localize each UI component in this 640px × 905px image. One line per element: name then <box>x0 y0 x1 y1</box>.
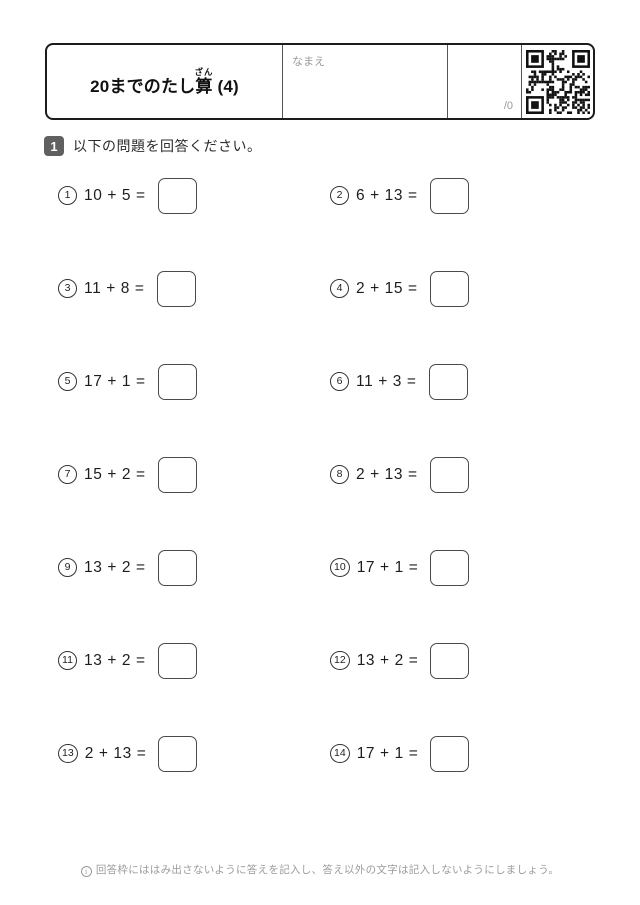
problem-number: 6 <box>330 372 349 391</box>
problem-number: 2 <box>330 186 349 205</box>
problem-expression: 2 + 15 = <box>356 279 418 297</box>
footer-note: 回答枠にははみ出さないように答えを記入し、答え以外の文字は記入しないようにしまし… <box>0 862 640 877</box>
problem-expression: 17 + 1 = <box>84 372 146 390</box>
problem: 10 17 + 1 = <box>330 549 595 586</box>
problem-number: 1 <box>58 186 77 205</box>
header-box: 20までのたし算ざん (4) なまえ /0 <box>45 43 595 120</box>
problem-expression: 11 + 3 = <box>356 372 417 390</box>
problem: 9 13 + 2 = <box>58 549 330 586</box>
problem: 2 6 + 13 = <box>330 177 595 214</box>
problem-number: 4 <box>330 279 349 298</box>
problem-expression: 6 + 13 = <box>356 186 418 204</box>
answer-box[interactable] <box>157 177 197 214</box>
answer-box[interactable] <box>158 735 198 772</box>
answer-box[interactable] <box>157 456 197 493</box>
problem: 1 10 + 5 = <box>58 177 330 214</box>
problem-expression: 17 + 1 = <box>356 744 419 762</box>
info-icon <box>80 866 92 877</box>
problem-expression: 15 + 2 = <box>84 465 146 483</box>
problem-number: 10 <box>330 558 350 577</box>
problem-number: 9 <box>58 558 77 577</box>
answer-box[interactable] <box>430 549 470 586</box>
problem: 8 2 + 13 = <box>330 456 595 493</box>
score-text: /0 <box>503 100 513 112</box>
answer-box[interactable] <box>156 270 196 307</box>
title-kanji: 算 <box>194 76 214 96</box>
problem-expression: 10 + 5 = <box>84 186 146 204</box>
problems-grid: 1 10 + 5 = 2 6 + 13 = 3 11 + 8 = 4 2 + 1… <box>58 149 595 800</box>
problem: 14 17 + 1 = <box>330 735 595 772</box>
answer-box[interactable] <box>430 642 470 679</box>
problem: 3 11 + 8 = <box>58 270 330 307</box>
problem-number: 5 <box>58 372 77 391</box>
title-suffix: (4) <box>212 76 239 96</box>
problem-expression: 2 + 13 = <box>356 465 418 483</box>
problem-number: 13 <box>58 744 78 763</box>
answer-box[interactable] <box>429 456 469 493</box>
problem: 7 15 + 2 = <box>58 456 330 493</box>
score-cell: /0 <box>447 45 521 118</box>
title-prefix: 20までのたし <box>90 76 196 96</box>
problem: 12 13 + 2 = <box>330 642 595 679</box>
answer-box[interactable] <box>157 363 197 400</box>
problem-number: 12 <box>330 651 350 670</box>
problem: 13 2 + 13 = <box>58 735 330 772</box>
footer-note-text: 回答枠にははみ出さないように答えを記入し、答え以外の文字は記入しないようにしまし… <box>95 863 560 876</box>
problem: 6 11 + 3 = <box>330 363 595 400</box>
title-cell: 20までのたし算ざん (4) <box>47 45 282 118</box>
problem-expression: 13 + 2 = <box>84 558 146 576</box>
answer-box[interactable] <box>429 270 469 307</box>
problem-number: 8 <box>330 465 349 484</box>
name-label: なまえ <box>292 56 325 68</box>
title-furigana: ざん <box>194 66 214 77</box>
answer-box[interactable] <box>429 177 469 214</box>
answer-box[interactable] <box>430 735 470 772</box>
answer-box[interactable] <box>157 642 197 679</box>
problem-expression: 13 + 2 = <box>356 651 419 669</box>
problem-expression: 2 + 13 = <box>84 744 147 762</box>
name-field[interactable]: なまえ <box>282 45 447 118</box>
problem-number: 14 <box>330 744 350 763</box>
qr-code <box>525 49 590 114</box>
problem-expression: 11 + 8 = <box>84 279 145 297</box>
problem-number: 7 <box>58 465 77 484</box>
problem: 11 13 + 2 = <box>58 642 330 679</box>
answer-box[interactable] <box>428 363 468 400</box>
problem-expression: 13 + 2 = <box>84 651 146 669</box>
section-instruction: 以下の問題を回答ください。 <box>73 138 262 154</box>
problem: 5 17 + 1 = <box>58 363 330 400</box>
problem-number: 11 <box>58 651 77 670</box>
problem-number: 3 <box>58 279 77 298</box>
page-title: 20までのたし算ざん (4) <box>90 67 239 97</box>
problem-expression: 17 + 1 = <box>356 558 419 576</box>
section-header: 1 以下の問題を回答ください。 <box>44 136 262 156</box>
qr-cell <box>521 45 593 118</box>
answer-box[interactable] <box>157 549 197 586</box>
problem: 4 2 + 15 = <box>330 270 595 307</box>
section-number-badge: 1 <box>44 136 64 156</box>
